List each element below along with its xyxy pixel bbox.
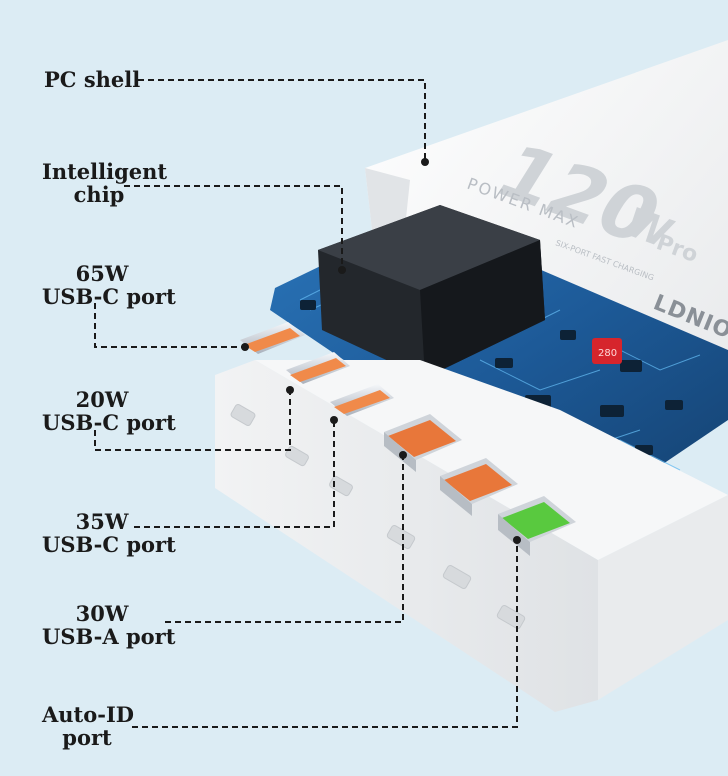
leader-usbc-65w xyxy=(94,303,243,348)
leader-auto-id xyxy=(132,540,518,728)
usb-c-20w-port xyxy=(286,352,350,384)
leader-usbc-35w xyxy=(134,420,335,528)
label-usbc-20w: 20W USB-C port xyxy=(42,387,176,435)
usb-a-30w-port-2 xyxy=(440,458,518,516)
label-usbc-65w: 65W USB-C port xyxy=(42,261,176,309)
label-usba-30w-line1: 30W xyxy=(75,601,129,626)
auto-id-port xyxy=(498,496,576,556)
chip-marking: 280 xyxy=(598,348,617,359)
usb-c-65w-port xyxy=(240,322,305,354)
label-usbc-35w-line1: 35W xyxy=(75,509,129,534)
label-usbc-65w-line2: USB-C port xyxy=(42,284,176,309)
label-usbc-35w: 35W USB-C port xyxy=(42,509,176,557)
leader-lines xyxy=(94,79,518,728)
label-pc-shell-text: PC shell xyxy=(44,67,141,92)
usb-c-35w-port xyxy=(330,384,394,416)
label-intelligent-chip-line1: Intelligent xyxy=(42,159,168,184)
label-usba-30w: 30W USB-A port xyxy=(42,601,176,649)
label-auto-id: Auto-ID port xyxy=(42,702,135,750)
label-usbc-35w-line2: USB-C port xyxy=(42,532,176,557)
label-auto-id-line2: port xyxy=(62,725,112,750)
leader-intelligent-chip xyxy=(124,185,343,268)
intelligent-chip xyxy=(318,205,545,378)
label-usba-30w-line2: USB-A port xyxy=(42,624,176,649)
label-intelligent-chip-line2: chip xyxy=(73,182,125,207)
label-pc-shell: PC shell xyxy=(44,68,140,91)
label-usbc-20w-line2: USB-C port xyxy=(42,410,176,435)
bottom-tray xyxy=(215,360,728,712)
usb-a-30w-port-1 xyxy=(384,414,462,472)
leader-endpoints xyxy=(241,158,521,544)
label-usbc-20w-line1: 20W xyxy=(75,387,129,412)
label-intelligent-chip: Intelligent chip xyxy=(42,159,168,207)
label-usbc-65w-line1: 65W xyxy=(75,261,129,286)
leader-pc-shell xyxy=(138,79,426,160)
label-auto-id-line1: Auto-ID xyxy=(42,702,135,727)
red-chip xyxy=(592,338,622,364)
leader-usbc-20w xyxy=(94,390,291,451)
